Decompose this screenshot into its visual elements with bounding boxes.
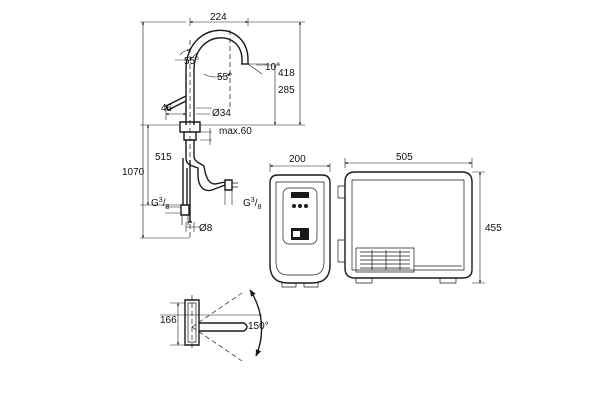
boiler-panel xyxy=(282,187,318,245)
faucet-dimensions: 224 418 285 55° 55° 10° 46 Ø34 max.60 51… xyxy=(122,12,305,239)
dim-pipe-diameter: Ø8 xyxy=(199,223,213,234)
dim-hole-diameter: Ø34 xyxy=(212,108,231,119)
dim-angle-lever: 55° xyxy=(217,72,232,83)
dim-top-offset: 166 xyxy=(160,315,177,326)
faucet-spout xyxy=(185,29,249,71)
dim-hose-length: 515 xyxy=(155,152,172,163)
supply-hose xyxy=(185,140,205,175)
faucet-top-view: 150° 166 xyxy=(160,289,269,362)
dim-angle-tilt: 10° xyxy=(265,62,280,73)
faucet-lever xyxy=(165,95,187,111)
boiler-front-body xyxy=(269,174,331,284)
dim-total-length: 1070 xyxy=(122,167,145,178)
boiler-side-view: 505 455 xyxy=(337,152,502,284)
dim-height-total: 418 xyxy=(278,68,295,79)
thread-left: G3/8 xyxy=(151,197,169,211)
vent-grill xyxy=(355,247,415,273)
dim-reach-lever: 46 xyxy=(161,103,173,114)
dim-width-faucet: 224 xyxy=(210,12,227,23)
dim-boiler-depth: 200 xyxy=(289,154,306,165)
dim-height-spout: 285 xyxy=(278,85,295,96)
boiler-side-body xyxy=(344,171,473,279)
dim-boiler-height: 455 xyxy=(485,223,502,234)
boiler-front-view: 200 xyxy=(269,154,331,288)
top-view-spout xyxy=(199,322,248,332)
dim-angle-spout: 55° xyxy=(184,56,199,67)
dim-boiler-width: 505 xyxy=(396,152,413,163)
dim-deck-max: max.60 xyxy=(219,126,252,137)
thread-right: G3/8 xyxy=(243,197,261,211)
dim-swivel-angle: 150° xyxy=(248,321,269,332)
